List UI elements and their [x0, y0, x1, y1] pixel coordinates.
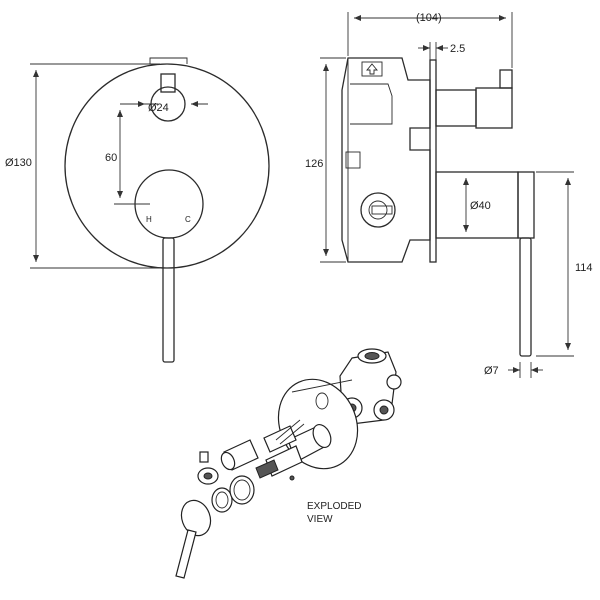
plate-hole	[315, 392, 329, 410]
handle-diameter-label: Ø7	[484, 365, 499, 377]
diverter-stem	[435, 89, 477, 127]
side-view: (104) 2.5 126 Ø40 114 Ø7	[305, 12, 593, 378]
outlet-port-outer	[360, 192, 396, 228]
exploded-view-caption: EXPLODED VIEW	[307, 500, 361, 526]
exploded-sleeve	[220, 439, 259, 471]
lever-body-diameter-label: Ø40	[470, 200, 491, 212]
exploded-grub-screw	[197, 451, 219, 485]
plate-top-tab	[149, 57, 188, 64]
valve-body-outline	[341, 57, 431, 263]
diverter-handle-body	[475, 87, 513, 129]
diverter-lever	[160, 73, 176, 93]
wall-plate	[429, 59, 437, 263]
plate-diameter-label: Ø130	[5, 157, 32, 169]
side-port	[345, 151, 361, 169]
outlet-port-inner	[368, 200, 388, 220]
front-view: Ø24 60 Ø130 H C	[5, 57, 270, 363]
exploded-cartridge	[255, 419, 305, 481]
exploded-view	[175, 348, 402, 579]
hot-label: H	[146, 215, 152, 224]
lever-length-label: 114	[575, 262, 593, 274]
cover-plate-outline	[64, 63, 270, 269]
mixer-cap-side	[517, 171, 535, 239]
diverter-diameter-label: Ø24	[148, 102, 169, 114]
outlet-port-slot	[371, 205, 393, 215]
plate-thickness-label: 2.5	[450, 43, 465, 55]
center-distance-label: 60	[105, 152, 117, 164]
exploded-lever	[175, 499, 212, 579]
upper-cartridge	[350, 83, 393, 125]
flow-arrow-box	[361, 61, 383, 77]
exploded-view-caption-line1: EXPLODED	[307, 501, 362, 512]
exploded-seal-rings	[211, 475, 255, 513]
mixer-lever-handle	[162, 237, 175, 363]
exploded-view-caption-line2: VIEW	[307, 514, 333, 525]
overall-depth-label: (104)	[416, 12, 442, 24]
body-height-label: 126	[305, 158, 323, 170]
diverter-handle-tab	[499, 69, 513, 89]
mixer-lever-side	[519, 237, 532, 357]
up-arrow-icon	[366, 63, 378, 75]
cold-label: C	[185, 215, 191, 224]
